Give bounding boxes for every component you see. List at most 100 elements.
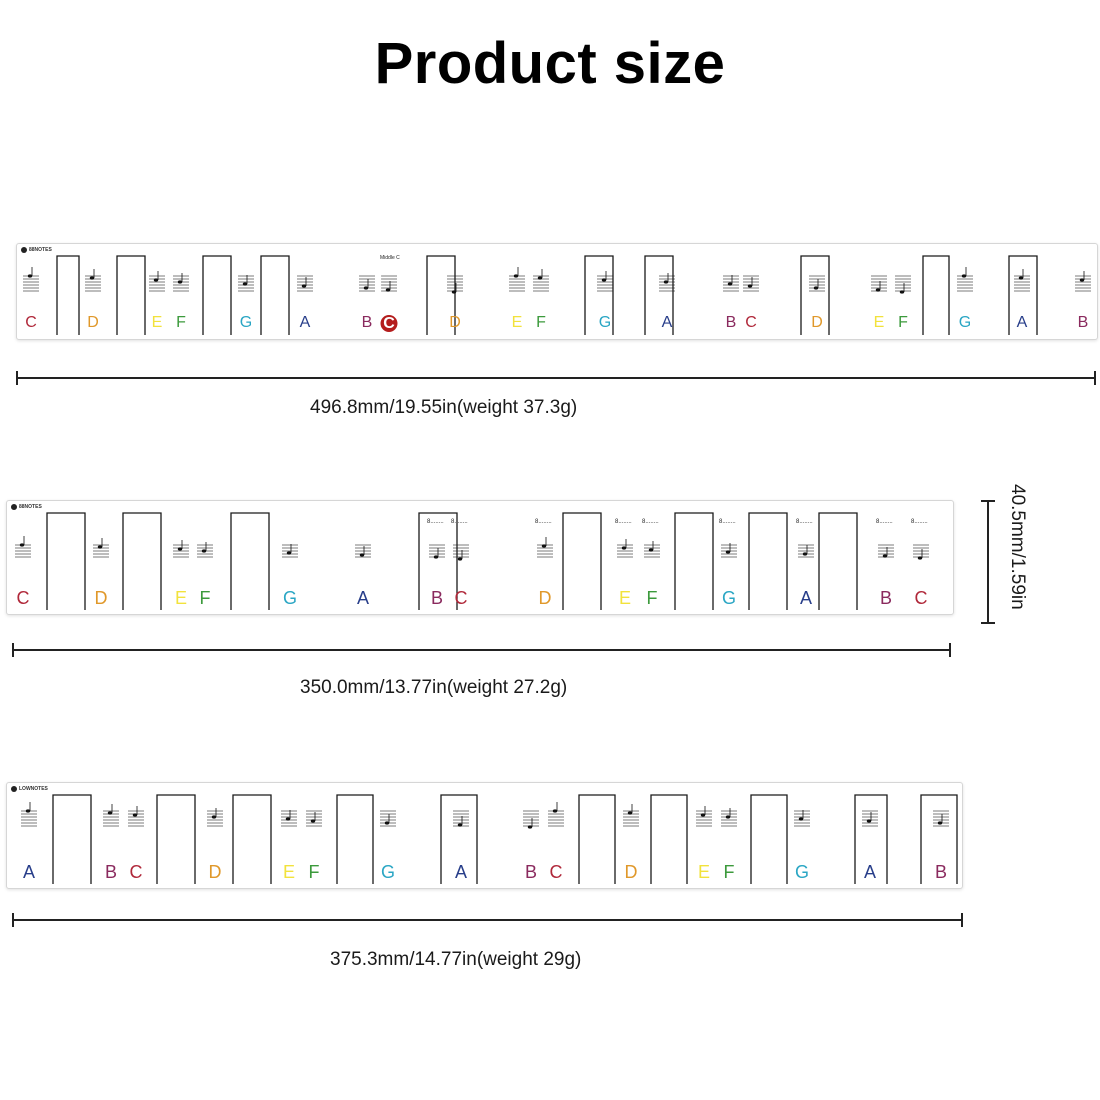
black-key-slot [202,255,232,335]
note-head [385,288,391,292]
black-key-slot [920,794,958,884]
note-label-d: D [87,314,99,331]
note-head [917,556,923,560]
strip-brand: LOWNOTES [11,786,48,792]
music-staff [794,810,810,827]
note-label-f: F [199,588,211,608]
black-key-slot [748,512,788,610]
ottava-mark: 8........ [615,519,632,525]
strip-brand: 88NOTES [11,504,42,510]
note-label-b: B [725,314,737,331]
music-staff [809,275,825,292]
music-staff [878,544,894,558]
note-head [937,821,943,825]
note-head [798,817,804,821]
music-staff [282,544,298,558]
music-staff [85,269,101,292]
music-staff [380,810,396,827]
note-label-c: C [16,588,30,608]
note-label-f: F [646,588,658,608]
note-head [285,817,291,821]
black-key-outline [56,255,1038,335]
music-staff [913,544,929,560]
note-head [457,823,463,827]
width-dimension-line [16,371,1096,385]
note-label-f: F [176,314,186,331]
music-staff [659,273,675,292]
black-key-slot [750,794,788,884]
middle-c-label: Middle C [380,255,400,261]
note-head [384,821,390,825]
note-head [27,274,33,278]
note-label-b: B [1077,314,1089,331]
note-label-a: A [863,862,877,882]
music-staff [871,275,887,292]
note-head [310,819,316,823]
black-key-slot [260,255,290,335]
note-head [527,825,533,829]
ottava-mark: 8........ [427,519,444,525]
note-head [513,274,519,278]
note-label-b: B [524,862,538,882]
note-label-d: D [811,314,823,331]
music-staff [355,544,371,558]
note-label-d: D [538,588,552,608]
note-label-e: E [151,314,163,331]
note-label-c: C [129,862,143,882]
ottava-mark: 8........ [876,519,893,525]
music-staff [721,543,737,558]
black-key-slot [426,255,456,335]
music-staff [798,544,814,558]
music-staff [453,544,469,561]
note-head [433,555,439,559]
music-staff [207,808,223,827]
note-label-g: G [282,588,298,608]
music-staff [173,273,189,292]
note-label-a: A [1016,314,1028,331]
note-label-f: F [898,314,908,331]
black-key-outline [46,512,858,610]
note-head [132,813,138,817]
black-key-slot [116,255,146,335]
music-staff [537,537,553,558]
black-key-slot [440,794,478,884]
note-label-a: A [356,588,370,608]
black-key-outline [52,794,958,884]
music-staff [381,275,397,292]
note-head [621,546,627,550]
music-staff [453,810,469,827]
note-label-e: E [618,588,632,608]
black-key-slot [1008,255,1038,335]
note-label-b: B [934,862,948,882]
height-dimension-line [981,500,995,624]
middle-c-marker: C [380,315,398,332]
black-key-slot [922,255,950,335]
note-label-e: E [174,588,188,608]
music-staff [1075,271,1091,292]
music-staff [128,806,144,827]
note-label-d: D [208,862,222,882]
note-label-e: E [873,314,885,331]
brand-text: LOWNOTES [19,786,48,792]
note-head [201,549,207,553]
note-head [1079,278,1085,282]
note-label-c: C [745,314,757,331]
note-head [875,288,881,292]
black-key-slot [650,794,688,884]
note-head [1018,276,1024,280]
black-key-slot [800,255,830,335]
note-head [725,550,731,554]
note-head [700,813,706,817]
brand-logo-icon [11,504,17,510]
ottava-mark: 8........ [451,519,468,525]
note-head [882,554,888,558]
note-head [627,811,633,815]
music-staff [173,540,189,558]
music-staff [623,804,639,827]
note-head [813,286,819,290]
width-dimension-label: 350.0mm/13.77in(weight 27.2g) [300,677,568,698]
music-staff [933,810,949,827]
note-label-c: C [914,588,928,608]
music-staff [509,267,525,292]
black-key-slot [230,512,270,610]
